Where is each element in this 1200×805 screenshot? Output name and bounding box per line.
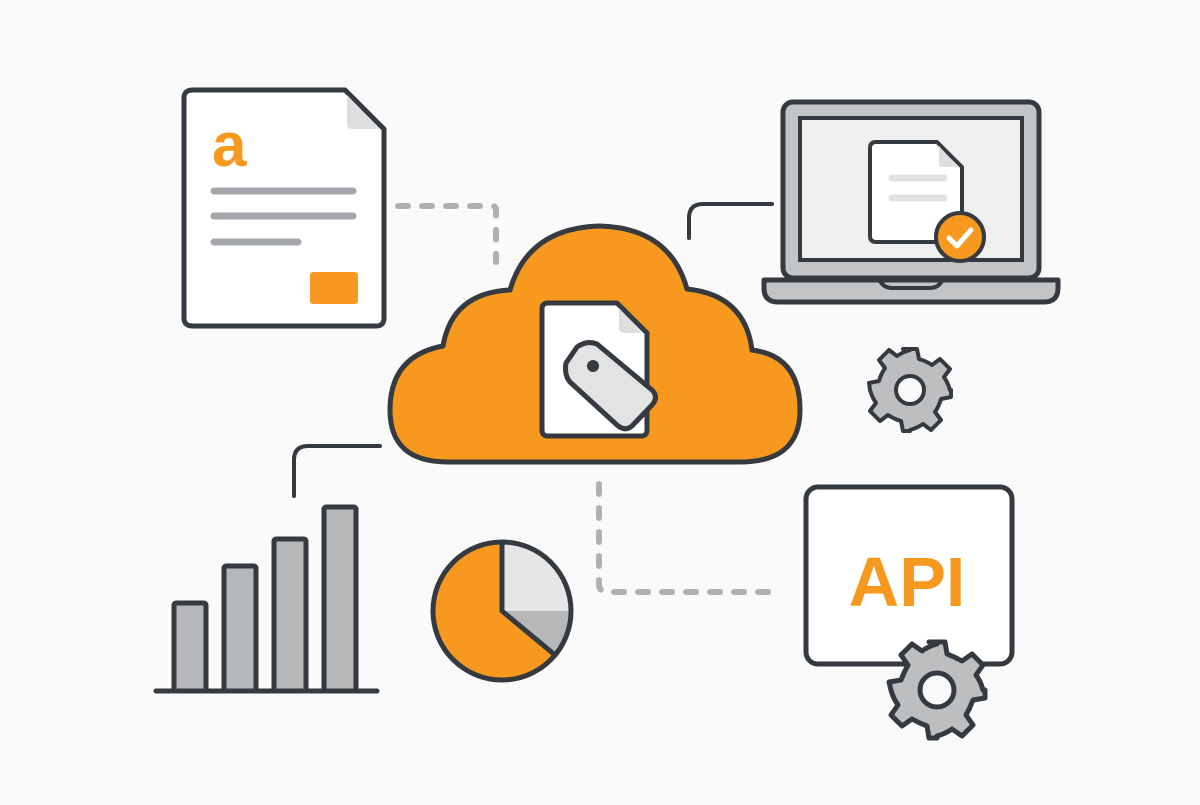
dashed-connector-doc-cloud bbox=[395, 203, 499, 265]
bar bbox=[221, 563, 259, 694]
laptop-icon bbox=[761, 99, 1061, 305]
solid-connector-chart bbox=[292, 444, 382, 498]
dashed-connector-cloud-api bbox=[596, 481, 785, 595]
gear-icon bbox=[886, 639, 988, 741]
amazon-logo-letter: a bbox=[212, 111, 247, 180]
tag-document-icon bbox=[539, 300, 658, 439]
solid-connector-laptop bbox=[687, 202, 774, 240]
laptop-document-icon bbox=[868, 140, 964, 244]
bar-chart-icon bbox=[153, 504, 380, 694]
tag-icon bbox=[563, 340, 658, 432]
pie-chart-icon bbox=[430, 539, 574, 683]
api-icon: API bbox=[803, 484, 1015, 667]
orange-stamp bbox=[310, 272, 358, 304]
bar bbox=[171, 600, 209, 694]
gear-icon bbox=[867, 347, 953, 433]
check-icon bbox=[934, 211, 986, 263]
bar bbox=[271, 536, 309, 694]
document-icon: a bbox=[181, 87, 387, 329]
bar bbox=[321, 504, 359, 694]
api-label: API bbox=[849, 543, 966, 621]
